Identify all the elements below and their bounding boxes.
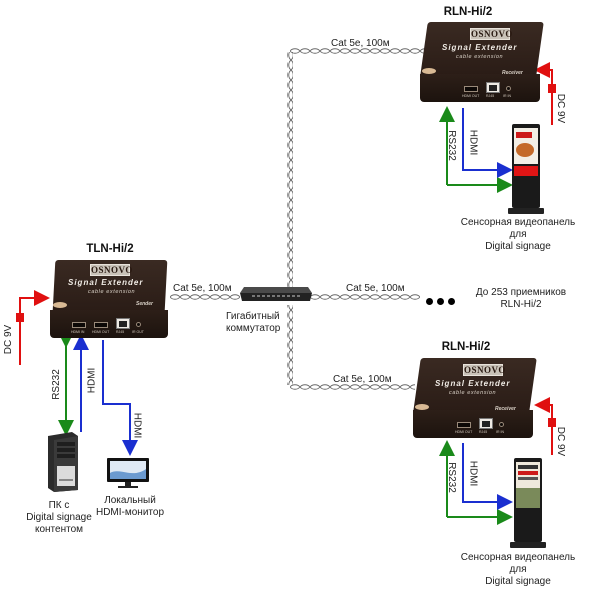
fuse-icon-receiver-top [548, 84, 556, 93]
hdmi-line-receiver-bottom [462, 443, 513, 510]
receiver-top-model-title: RLN-Hi/2 [443, 6, 493, 18]
rj45-port [486, 82, 500, 93]
device-subtitle: cable extension [88, 289, 136, 295]
port-label: HDMI IN [71, 330, 85, 334]
monitor-icon [106, 457, 150, 491]
hdmi-out-port [457, 422, 471, 428]
more-receivers-dots [426, 292, 459, 310]
port-label: IR IN [496, 430, 504, 434]
sender-device: OSNOVO Signal Extender cable extension S… [50, 260, 168, 340]
link-label-receiver-top: Cat 5e, 100м [331, 38, 390, 49]
device-title: Signal Extender [442, 43, 518, 52]
power-led [53, 302, 67, 308]
cable-to-receiver-bottom [290, 384, 415, 390]
power-line-receiver-bottom [534, 397, 553, 455]
rj45-port [116, 318, 130, 329]
digital-signage-kiosk-icon [508, 124, 544, 216]
caption-line: Digital signage [485, 576, 551, 587]
port-label: IR OUT [132, 330, 144, 334]
caption-line: для [509, 564, 527, 575]
power-label-receiver-bottom: DC 9V [555, 426, 567, 457]
rs232-label-receiver-top: RS232 [445, 130, 457, 161]
port-label: RJ45 [116, 330, 125, 334]
device-subtitle: cable extension [456, 54, 504, 60]
cable-trunk-up [287, 52, 293, 288]
hdmi-line-receiver-top [462, 108, 513, 178]
power-line-receiver-top [534, 62, 553, 125]
rj45-port [479, 418, 493, 429]
caption-line: RLN-Hi/2 [500, 299, 542, 310]
pc-tower-icon [44, 432, 84, 492]
cable-switch-middle [310, 294, 420, 300]
ir-in-port [506, 86, 511, 91]
hdmi-label-receiver-top: HDMI [467, 129, 479, 156]
hdmi-label-monitor: HDMI [131, 412, 143, 439]
caption-line: коммутатор [226, 323, 281, 334]
brand-logo: OSNOVO [463, 364, 506, 376]
digital-signage-kiosk-icon [510, 458, 546, 550]
caption-line: Гигабитный [226, 311, 280, 322]
caption-line: HDMI-монитор [95, 507, 165, 518]
caption-line: Сенсорная видеопанель [460, 217, 576, 228]
power-label-receiver-top: DC 9V [555, 93, 567, 124]
rs232-label-sender: RS232 [50, 369, 62, 400]
hdmi-in-port [72, 322, 86, 328]
cable-sender-switch [170, 294, 240, 300]
more-receivers-label: До 253 приемников RLN-Hi/2 [466, 287, 576, 311]
caption-line: Digital signage [485, 241, 551, 252]
power-led [415, 404, 429, 410]
device-subtitle: cable extension [449, 390, 497, 396]
port-label: HDMI OUT [462, 94, 480, 98]
caption-line: Локальный [104, 495, 156, 506]
display-caption-top: Сенсорная видеопанель для Digital signag… [448, 217, 588, 253]
caption-line: контентом [34, 524, 84, 535]
power-led [422, 68, 436, 74]
power-label-sender: DC 9V [3, 324, 15, 355]
brand-logo: OSNOVO [90, 264, 133, 276]
switch-caption: Гигабитный коммутатор [226, 311, 292, 335]
sender-model-title: TLN-Hi/2 [86, 243, 134, 255]
device-title: Signal Extender [68, 278, 144, 287]
caption-line: До 253 приемников [475, 287, 567, 298]
hdmi-label-sender: HDMI [86, 367, 98, 394]
network-switch-icon [238, 285, 312, 303]
ir-out-port [136, 322, 141, 327]
link-label-receiver-bottom: Cat 5e, 100м [333, 374, 392, 385]
receiver-bottom-device: OSNOVO Signal Extender cable extension R… [413, 358, 537, 440]
port-label: RJ45 [486, 94, 495, 98]
hdmi-label-receiver-bottom: HDMI [467, 460, 479, 487]
device-role: Sender [136, 301, 153, 307]
power-line-sender [19, 290, 50, 365]
fuse-icon-sender [16, 313, 24, 322]
hdmi-out-port [464, 86, 478, 92]
device-title: Signal Extender [435, 379, 511, 388]
hdmi-out-line-sender [102, 340, 138, 456]
receiver-top-device: OSNOVO Signal Extender cable extension R… [420, 22, 544, 104]
device-role: Receiver [495, 406, 516, 412]
device-role: Receiver [502, 70, 523, 76]
caption-line: для [509, 229, 527, 240]
caption-line: Сенсорная видеопанель [460, 552, 576, 563]
rs232-label-receiver-bottom: RS232 [445, 462, 457, 493]
port-label: HDMI OUT [455, 430, 473, 434]
receiver-bottom-model-title: RLN-Hi/2 [441, 341, 491, 353]
pc-caption: ПК с Digital signage контентом [14, 500, 104, 536]
cable-trunk-down [287, 305, 293, 385]
port-label: IR IN [503, 94, 511, 98]
monitor-caption: Локальный HDMI-монитор [90, 495, 170, 519]
fuse-icon-receiver-bottom [548, 418, 556, 427]
port-label: HDMI OUT [92, 330, 110, 334]
display-caption-bottom: Сенсорная видеопанель для Digital signag… [448, 552, 588, 588]
caption-line: Digital signage [26, 512, 92, 523]
hdmi-out-port [94, 322, 108, 328]
caption-line: ПК с [48, 500, 70, 511]
link-label-middle: Cat 5e, 100м [346, 283, 405, 294]
link-label-sender-switch: Cat 5e, 100м [173, 283, 232, 294]
brand-logo: OSNOVO [470, 28, 513, 40]
ir-in-port [499, 422, 504, 427]
cable-to-receiver-top [290, 48, 425, 54]
port-label: RJ45 [479, 430, 488, 434]
